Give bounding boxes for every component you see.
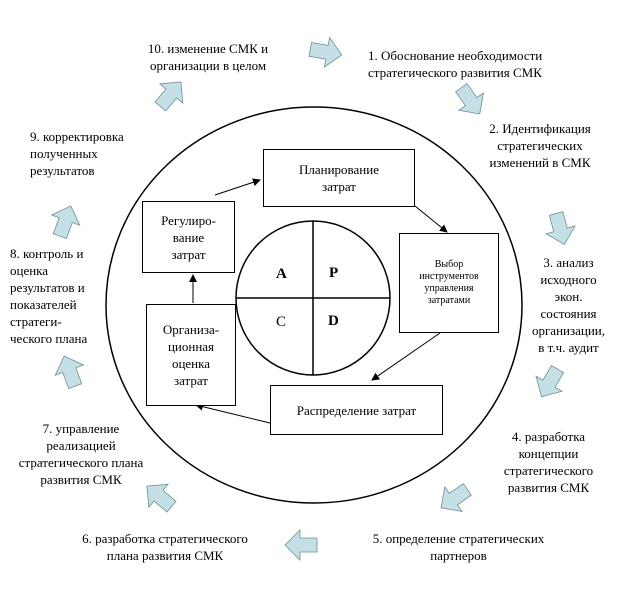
pdca-letter-c: C: [276, 314, 287, 330]
step-2-label: 2. Идентификация стратегических изменени…: [489, 121, 591, 170]
cycle-arrow-6: [284, 529, 318, 561]
cycle-arrow-9: [50, 205, 81, 240]
step-6-label: 6. разработка стратегического плана разв…: [82, 531, 248, 563]
step-1-label: 1. Обоснование необходимости стратегичес…: [368, 48, 543, 80]
cycle-arrow-2: [455, 83, 484, 115]
outer-circle: [105, 106, 523, 504]
regulation-box: Регулиро- вание затрат: [142, 201, 235, 273]
organizational-box: Организа- ционная оценка затрат: [146, 304, 236, 406]
pdca-letter-a: A: [276, 266, 287, 282]
cycle-arrow-4: [535, 364, 565, 398]
tools-box: Выбор инструментов управления затратами: [399, 233, 499, 333]
arrow-tools-to-distribution: [371, 332, 441, 381]
step-10-label: 10. изменение СМК и организации в целом: [147, 41, 269, 73]
cycle-arrow-8: [54, 355, 85, 390]
arrow-distribution-to-organizational: [195, 402, 271, 424]
arrow-planning-to-tools: [414, 205, 448, 233]
cycle-arrow-7: [146, 483, 177, 513]
step-7-label: 7. управление реализацией стратегическог…: [18, 421, 144, 487]
step-9-label: 9. корректировка полученных результатов: [30, 129, 124, 178]
distribution-box: Распределение затрат: [270, 385, 443, 435]
cycle-arrow-3: [544, 211, 576, 245]
step-8-label: 8. контроль и оценка результатов и показ…: [10, 246, 88, 346]
pdca-letter-p: P: [329, 265, 339, 281]
step-4-label: 4. разработка концепции стратегического …: [503, 429, 594, 495]
arrow-regulation-to-planning: [214, 178, 261, 196]
cycle-arrow-5: [440, 483, 472, 512]
step-5-label: 5. определение стратегических партнеров: [372, 531, 545, 563]
step-3-label: 3. анализ исходного экон. состояния орга…: [531, 255, 606, 355]
planning-box: Планирование затрат: [263, 149, 415, 207]
pdca-letter-d: D: [328, 313, 339, 329]
cycle-arrows: [50, 36, 576, 561]
cycle-arrow-10: [154, 81, 184, 112]
cycle-arrow-1: [308, 36, 343, 69]
